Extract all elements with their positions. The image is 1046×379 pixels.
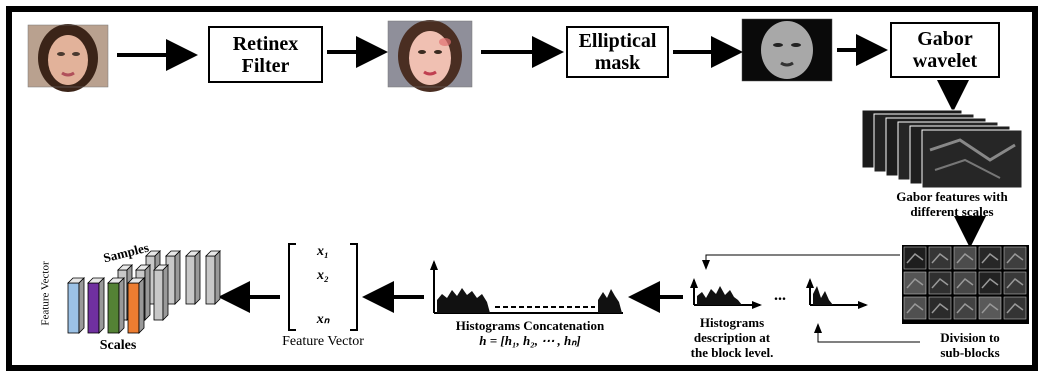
sub-block-cell [1003,246,1027,270]
sub-block-texture [981,277,999,289]
sub-block-cell [953,296,977,320]
vector-entry-x2: x₂ [317,268,329,283]
arrow-blocks-bottom [814,323,920,343]
sub-block-cell [928,296,952,320]
division-line2: sub-blocks [940,345,1000,360]
histograms-desc-label: Histograms description at the block leve… [672,315,792,360]
sub-block-texture [931,302,949,314]
gabor-features-label: Gabor features with different scales [872,189,1032,219]
block-histograms [690,278,868,309]
face-image-original [27,24,109,92]
sub-block-texture [956,277,974,289]
scale-bar-front [127,282,140,334]
vector-entry-xn: xₙ [316,312,330,327]
scale-bar-front-side [98,277,105,334]
sub-block-texture [956,252,974,264]
vector-entry-x1: x₁ [317,244,329,259]
scale-bar-front-side [118,277,125,334]
sub-block-texture [931,277,949,289]
sub-block-texture [1006,277,1024,289]
gabor-features-line2: different scales [910,204,994,219]
sub-block-texture [981,252,999,264]
sample-bar-back [205,255,216,305]
feature-vector-axis-label: Feature Vector [39,261,52,326]
sample-bar-back-side [174,250,181,305]
scale-bar-front [87,282,100,334]
scales-samples-bars [67,250,221,334]
hist-desc-line2: description at [693,330,771,345]
sub-block-cell [928,246,952,270]
concat-line1: Histograms Concatenation [455,318,605,333]
concatenated-histogram [430,260,623,314]
retinex-line2: Filter [241,54,290,77]
sub-block-texture [956,302,974,314]
sub-block-cell [1003,296,1027,320]
sample-bar-middle-side [162,264,169,321]
sub-blocks-grid [902,245,1029,324]
sample-bar-middle-side [144,264,151,321]
sub-block-texture [931,252,949,264]
hist-desc-line3: the block level. [690,345,774,360]
sub-block-cell [903,246,927,270]
scale-bar-front-side [78,277,85,334]
sub-block-texture [906,277,924,289]
scale-bar-front [67,282,80,334]
sub-block-texture [906,252,924,264]
face-image-masked [741,18,833,82]
sample-bar-back-side [194,250,201,305]
gabor-line1: Gabor [917,28,973,50]
sub-block-cell [928,271,952,295]
arrow-blocks-to-histograms [702,254,900,270]
scales-label: Scales [99,338,137,353]
sub-block-cell [1003,271,1027,295]
sub-block-cell [978,271,1002,295]
sub-block-cell [903,296,927,320]
sub-block-texture [1006,302,1024,314]
sub-block-texture [1006,252,1024,264]
gabor-features-line1: Gabor features with [896,189,1008,204]
sub-block-cell [903,271,927,295]
sample-bar-middle [153,269,164,321]
histograms-concat-label: Histograms Concatenation h = [h₁, h₂, ⋯ … [425,318,635,348]
gabor-feature-stack [861,109,1023,189]
sample-bar-back-side [214,250,221,305]
sub-block-cell [953,271,977,295]
retinex-line1: Retinex [232,32,299,55]
sub-block-cell [978,296,1002,320]
gabor-line2: wavelet [912,50,978,72]
sub-block-cell [978,246,1002,270]
sub-block-texture [981,302,999,314]
face-image-retinex [387,20,473,92]
histogram-ellipsis: ... [774,287,786,304]
hist-desc-line1: Histograms [699,315,765,330]
scale-bar-front [107,282,120,334]
feature-vector-label: Feature Vector [282,334,364,349]
elliptical-line1: Elliptical [578,30,657,52]
scale-bar-front-side [138,277,145,334]
sub-block-cell [953,246,977,270]
elliptical-line2: mask [594,52,641,74]
sub-block-texture [906,302,924,314]
concat-formula: h = [h₁, h₂, ⋯ , hₙ] [479,333,581,348]
division-line1: Division to [940,330,1000,345]
division-label: Division to sub-blocks [910,330,1030,360]
feature-vector-brackets [288,243,358,331]
sample-bar-back [185,255,196,305]
